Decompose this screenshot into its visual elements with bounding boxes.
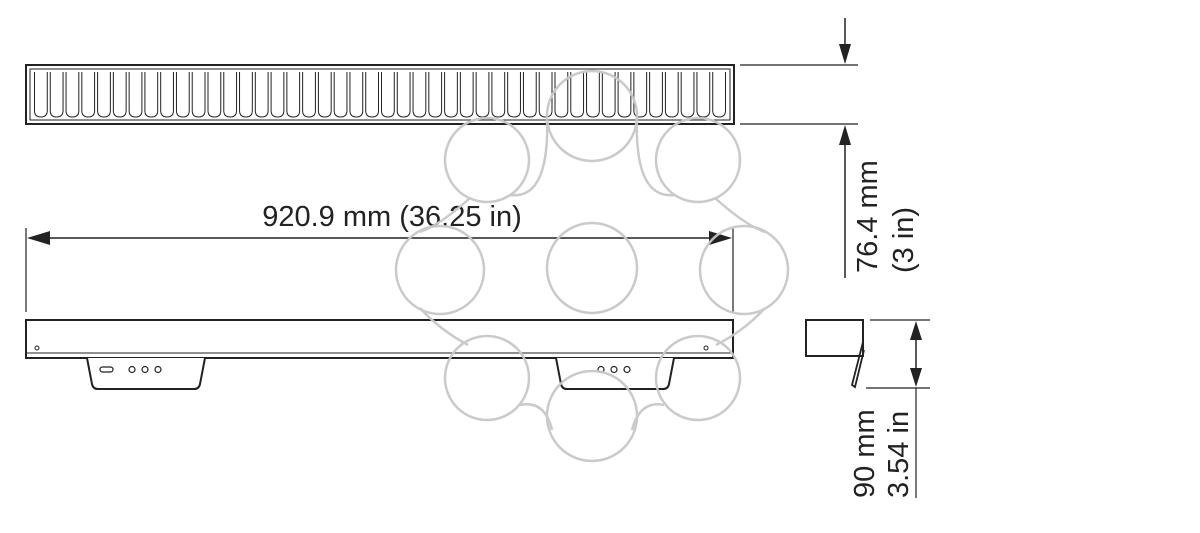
screw-hole-icon (34, 345, 40, 351)
arrow-up-icon (910, 321, 922, 340)
grille-slat (633, 72, 648, 118)
grille-slat (396, 72, 411, 118)
grille-slat (65, 72, 80, 118)
arrow-left-icon (27, 231, 50, 245)
bottom-view (25, 319, 734, 390)
grille-slat (223, 72, 238, 118)
grille-slat (617, 72, 632, 118)
grille-slat (664, 72, 679, 118)
flower-connector (419, 115, 766, 431)
width-label: 920.9 mm (36.25 in) (262, 201, 522, 233)
grille-slat (538, 72, 553, 118)
flower-lobe (394, 224, 486, 316)
grille-slat (239, 72, 253, 118)
flower-lobe (698, 224, 790, 316)
grille-slat (207, 72, 222, 118)
led-icon (610, 365, 618, 374)
height-imperial-label: (3 in) (888, 207, 920, 273)
grille-slat (696, 72, 711, 118)
grille-slat (49, 72, 64, 118)
grille-slat (412, 72, 427, 118)
grille-slat (333, 72, 348, 118)
grille-slat (317, 72, 332, 118)
grille-slat (302, 72, 316, 118)
grille-slat (601, 72, 616, 118)
arrow-down-icon (839, 44, 851, 64)
grille-slat (649, 72, 663, 118)
depth-metric-label: 90 mm (849, 409, 881, 498)
right-foot (555, 357, 675, 390)
front-view-grille (25, 64, 735, 125)
grille-slat (507, 72, 521, 118)
grille-slat (81, 72, 96, 118)
flower-lobe (443, 116, 531, 204)
flower-lobe (545, 221, 639, 315)
bottom-view-body (25, 319, 734, 359)
screw-hole-icon (703, 345, 709, 351)
led-icon (141, 365, 149, 374)
grille-slat (254, 72, 269, 118)
grille-slats (34, 72, 726, 118)
arrow-down-icon (910, 368, 922, 387)
grille-slat (428, 72, 443, 118)
grille-slat (475, 72, 490, 118)
flower-lobe (654, 334, 742, 422)
grille-slat (191, 72, 206, 118)
arrow-up-icon (839, 125, 851, 145)
height-metric-label: 76.4 mm (852, 160, 884, 273)
grille-frame (25, 64, 735, 125)
grille-slat (570, 72, 585, 118)
led-icon (128, 365, 136, 374)
grille-slat (112, 72, 127, 118)
grille-slat (128, 72, 143, 118)
grille-slat (554, 72, 569, 118)
grille-slat (144, 72, 159, 118)
grille-slat (97, 72, 111, 118)
grille-slat (491, 72, 506, 118)
flower-lobe (654, 116, 742, 204)
grille-slat (349, 72, 364, 118)
side-profile-foot (850, 341, 865, 389)
height-dimension: 76.4 mm (3 in) (740, 18, 920, 278)
grille-slat (175, 72, 190, 118)
flower-lobe (443, 334, 531, 422)
width-dimension: 920.9 mm (36.25 in) (25, 201, 734, 312)
grille-slat (712, 72, 726, 118)
grille-slat (459, 72, 474, 118)
left-foot (86, 357, 206, 390)
arrow-right-icon (709, 231, 732, 245)
flower-logo-icon (394, 69, 790, 463)
side-profile-view: 90 mm 3.54 in (805, 319, 930, 498)
depth-imperial-label: 3.54 in (883, 411, 915, 498)
grille-slat (522, 72, 537, 118)
grille-slat (34, 72, 48, 118)
flower-lobe (545, 69, 639, 163)
grille-slat (160, 72, 174, 118)
grille-inner-frame (29, 68, 731, 121)
grille-slat (586, 72, 600, 118)
grille-slat (381, 72, 395, 118)
led-icon (623, 365, 631, 374)
led-icon (154, 365, 162, 374)
grille-slat (270, 72, 285, 118)
connector-port-icon (99, 366, 114, 373)
grille-slat (286, 72, 301, 118)
grille-slat (365, 72, 379, 118)
grille-slat (444, 72, 458, 118)
grille-slat (680, 72, 695, 118)
side-profile-body (805, 319, 864, 357)
